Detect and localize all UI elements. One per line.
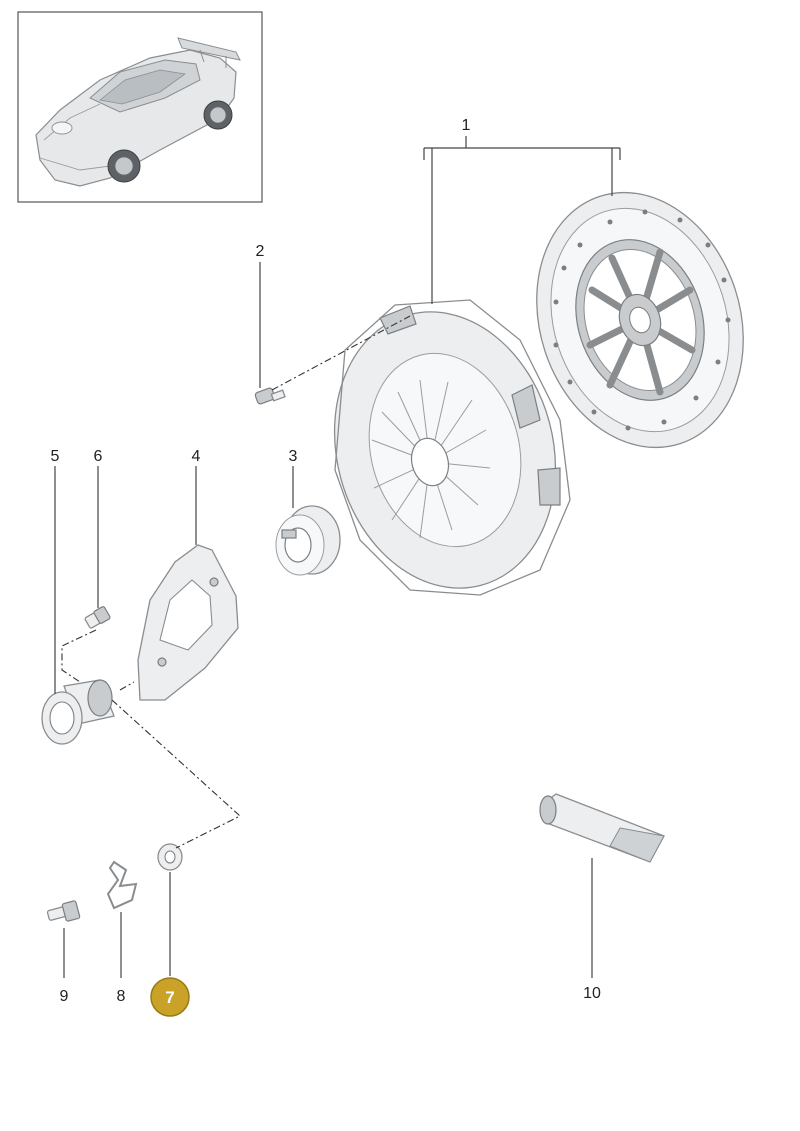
callout-5[interactable]: 5: [51, 448, 60, 465]
leader-lines: [54, 136, 621, 978]
sports-car-icon: [35, 37, 241, 187]
callout-1[interactable]: 1: [462, 117, 471, 134]
callout-9[interactable]: 9: [60, 988, 69, 1005]
clutch-pressure-plate[interactable]: [304, 287, 585, 613]
clutch-disc[interactable]: [505, 165, 776, 474]
guide-tube[interactable]: [41, 679, 115, 745]
callout-7-highlight[interactable]: 7: [150, 977, 190, 1017]
callout-10[interactable]: 10: [583, 985, 601, 1002]
callout-labels: 1 2 3 4 5 6 7 8 9 10: [51, 117, 601, 1017]
vehicle-thumbnail[interactable]: [17, 11, 263, 203]
callout-3[interactable]: 3: [289, 448, 298, 465]
callout-7: 7: [165, 988, 174, 1007]
pressure-plate-bolt[interactable]: [254, 387, 286, 405]
assembly-lines: [61, 315, 411, 849]
callout-8[interactable]: 8: [117, 988, 126, 1005]
release-bracket[interactable]: [137, 544, 239, 701]
callout-6[interactable]: 6: [94, 448, 103, 465]
retaining-clip[interactable]: [106, 860, 138, 910]
guide-tube-screw[interactable]: [84, 606, 111, 629]
grease-tube[interactable]: [539, 793, 665, 863]
washer[interactable]: [157, 843, 183, 871]
callout-2[interactable]: 2: [256, 243, 265, 260]
callout-4[interactable]: 4: [192, 448, 201, 465]
bleeder-screw[interactable]: [46, 900, 81, 922]
release-bearing[interactable]: [275, 505, 341, 576]
